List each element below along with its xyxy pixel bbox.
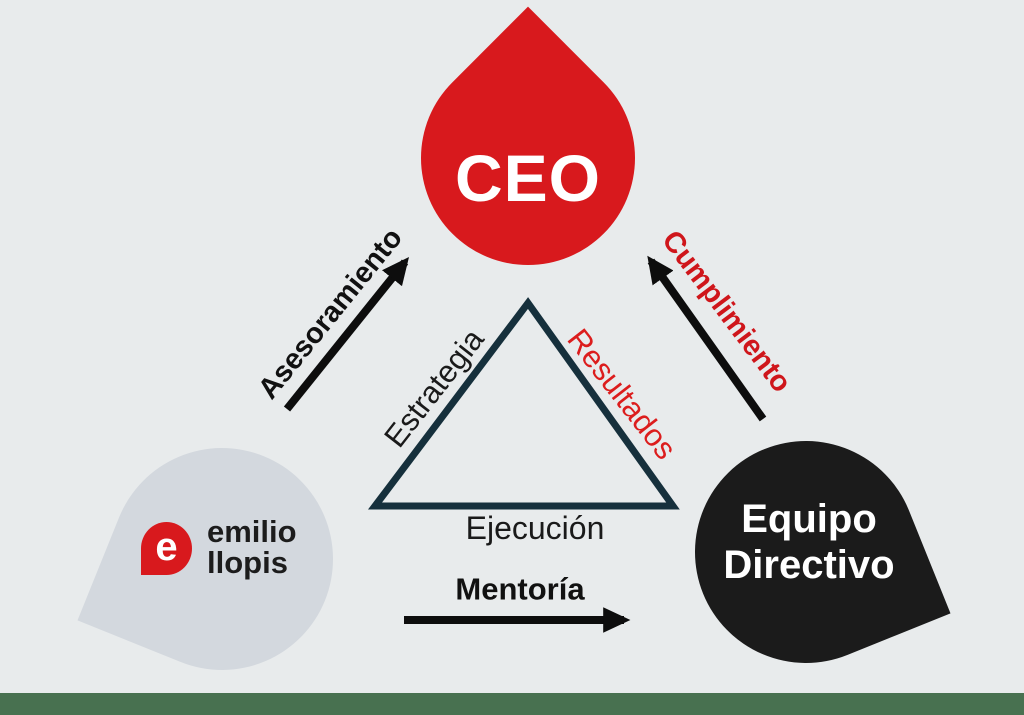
- equipo-directivo-node-label: Equipo Directivo: [723, 496, 894, 588]
- footer-accent-bar: [0, 693, 1024, 715]
- ceo-node-label: CEO: [454, 141, 602, 215]
- team-label-line2: Directivo: [723, 543, 895, 587]
- wordmark-line2: llopis: [207, 545, 288, 580]
- strategy-triangle: [367, 297, 680, 510]
- logo-letter-e: e: [155, 525, 178, 569]
- mentoring-arrow-label: Mentoría: [455, 571, 585, 607]
- compliance-arrow: [647, 255, 767, 422]
- advice-arrow: [283, 257, 410, 412]
- emilio-llopis-logo-icon: e: [141, 522, 192, 575]
- triangle-bottom-label: Ejecución: [465, 510, 605, 546]
- emilio-llopis-wordmark: emilio llopis: [207, 516, 297, 578]
- wordmark-line1: emilio: [207, 514, 297, 549]
- team-label-line1: Equipo: [741, 497, 877, 541]
